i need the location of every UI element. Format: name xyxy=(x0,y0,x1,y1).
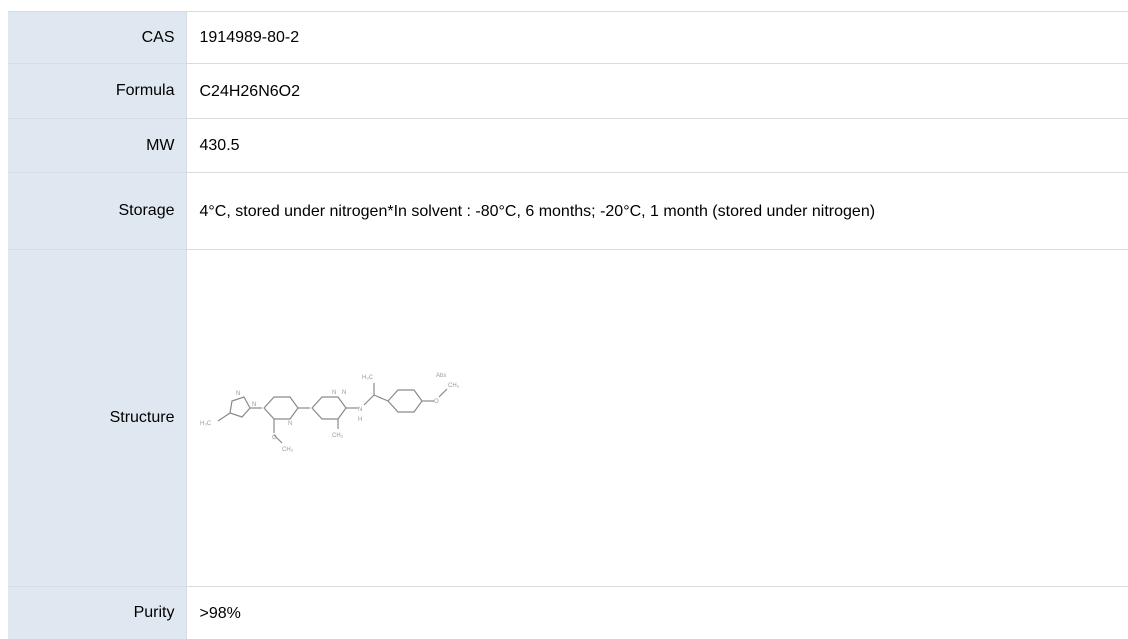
row-cas: CAS 1914989-80-2 xyxy=(8,12,1128,64)
atom-label: N xyxy=(332,390,336,396)
atom-label: N xyxy=(288,421,292,427)
atom-label: N xyxy=(342,390,346,396)
row-structure: Structure xyxy=(8,250,1128,587)
structure-label: Structure xyxy=(8,250,186,587)
atom-label: O xyxy=(272,435,277,441)
cas-label: CAS xyxy=(8,12,186,64)
structure-cell: H₃C N N N O CH₃ N N CH₃ H₃C N H O CH₃ Ab… xyxy=(186,250,1128,587)
atom-label: H₃C xyxy=(362,375,374,381)
chemical-structure-image: H₃C N N N O CH₃ N N CH₃ H₃C N H O CH₃ Ab… xyxy=(192,363,512,473)
atom-label: N xyxy=(252,402,256,408)
pyridine-ring xyxy=(264,397,298,419)
bond xyxy=(439,389,447,397)
atom-label: H₃C xyxy=(200,421,212,427)
atom-label: N xyxy=(236,391,240,397)
atom-label: CH₃ xyxy=(448,383,460,389)
mw-label: MW xyxy=(8,119,186,173)
atom-label: Abs xyxy=(436,373,446,379)
cas-value: 1914989-80-2 xyxy=(186,12,1128,64)
bond xyxy=(364,395,374,405)
atom-label: CH₃ xyxy=(332,433,344,439)
row-storage: Storage 4°C, stored under nitrogen*In so… xyxy=(8,173,1128,250)
formula-value: C24H26N6O2 xyxy=(186,64,1128,119)
purity-value: >98% xyxy=(186,587,1128,639)
storage-label: Storage xyxy=(8,173,186,250)
storage-value: 4°C, stored under nitrogen*In solvent : … xyxy=(186,173,1128,250)
bond xyxy=(374,395,388,401)
bond xyxy=(218,413,230,421)
benzene-ring xyxy=(388,390,422,412)
row-purity: Purity >98% xyxy=(8,587,1128,639)
row-mw: MW 430.5 xyxy=(8,119,1128,173)
atom-label: O xyxy=(434,399,439,405)
imidazole-ring xyxy=(230,397,250,417)
product-spec-table: CAS 1914989-80-2 Formula C24H26N6O2 MW 4… xyxy=(8,11,1128,639)
atom-label: CH₃ xyxy=(282,447,294,453)
mw-value: 430.5 xyxy=(186,119,1128,173)
pyridazine-ring xyxy=(312,397,346,419)
row-formula: Formula C24H26N6O2 xyxy=(8,64,1128,119)
atom-label: H xyxy=(358,417,362,423)
purity-label: Purity xyxy=(8,587,186,639)
formula-label: Formula xyxy=(8,64,186,119)
atom-label: N xyxy=(358,407,362,413)
